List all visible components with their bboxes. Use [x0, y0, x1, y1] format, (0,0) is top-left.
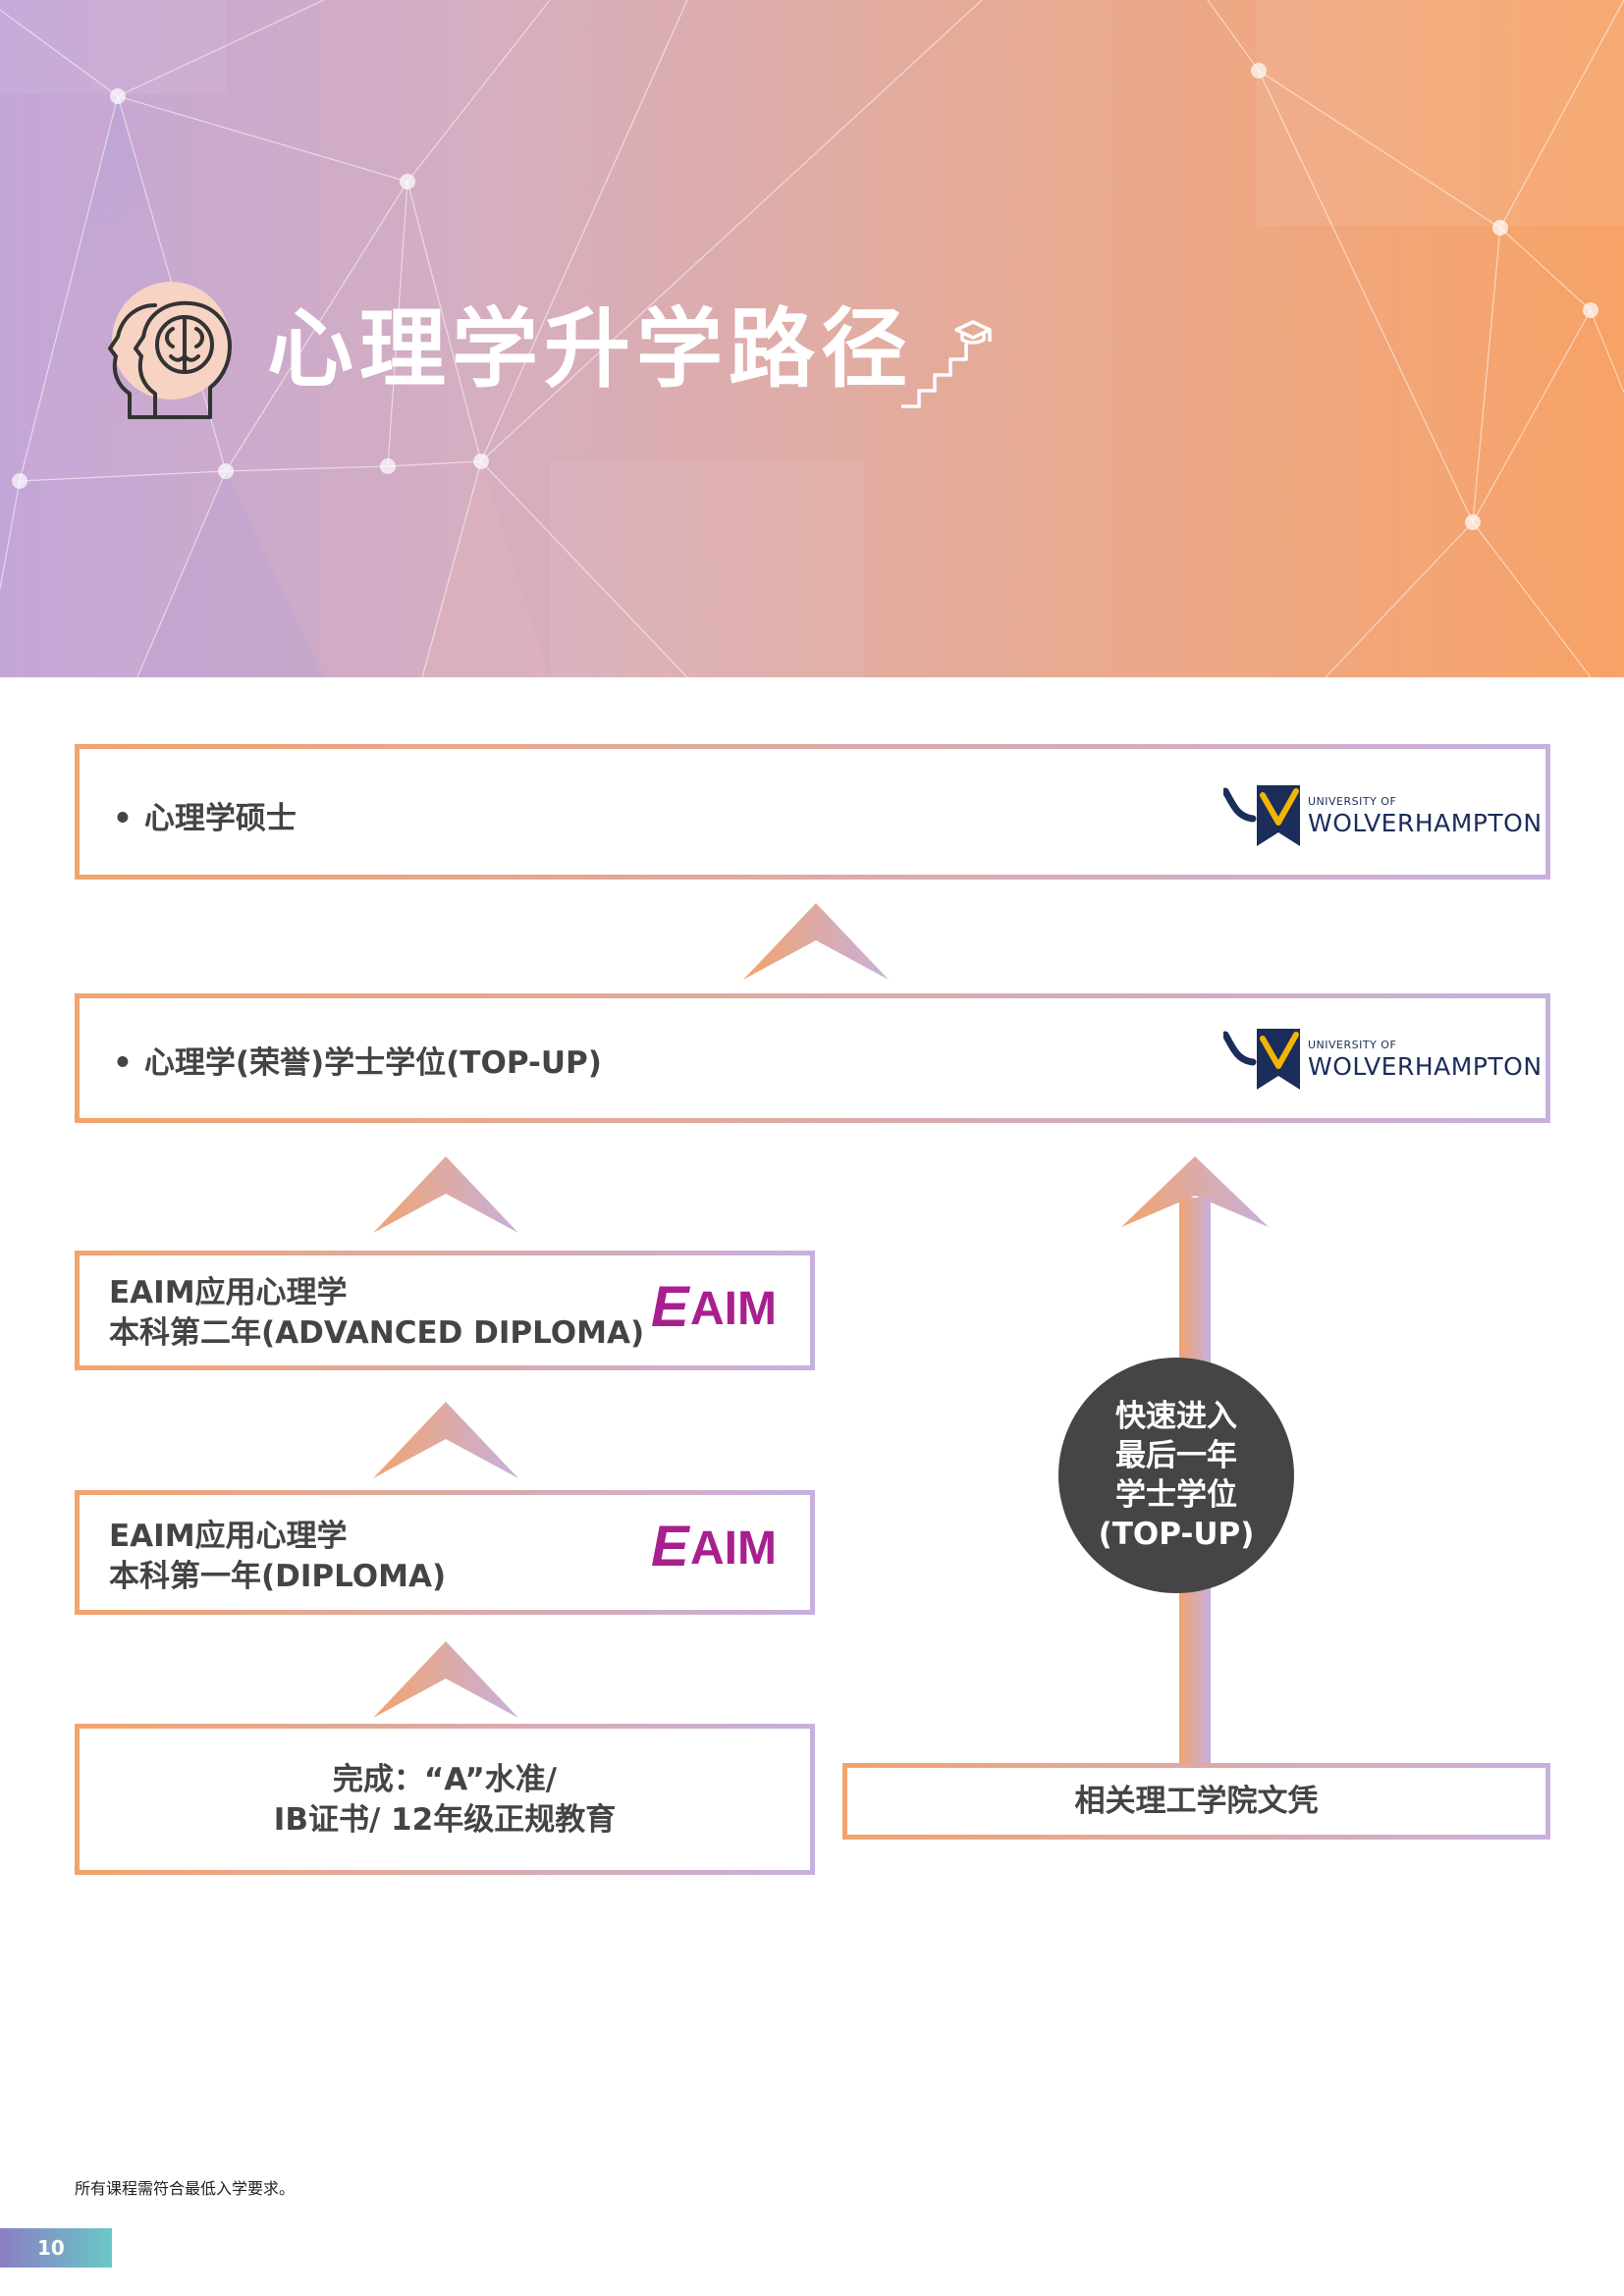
eaim-logo: E AIM [651, 1275, 777, 1334]
wolverhampton-logo: UNIVERSITY OF WOLVERHAMPTON [1223, 1027, 1542, 1092]
header-banner: 心理学升学路径 [0, 0, 1624, 677]
svg-text:AIM: AIM [690, 1283, 777, 1334]
wolverhampton-crest-icon [1223, 785, 1300, 846]
college-box: 相关理工学院文凭 [842, 1763, 1550, 1840]
year1-box: EAIM应用心理学 本科第一年(DIPLOMA) E AIM [75, 1490, 815, 1615]
wolverhampton-big-text: WOLVERHAMPTON [1308, 809, 1543, 837]
page-title: 心理学升学路径 [267, 298, 914, 400]
chevron-up-icon [373, 1156, 518, 1233]
page-number: 10 [0, 2228, 112, 2268]
college-label: 相关理工学院文凭 [1074, 1784, 1319, 1819]
year2-line2: 本科第二年(ADVANCED DIPLOMA) [109, 1315, 645, 1351]
topup-box: 心理学(荣誉)学士学位(TOP-UP) UNIVERSITY OF WOLVER… [75, 993, 1550, 1123]
chevron-up-icon [373, 1402, 518, 1478]
year2-text: EAIM应用心理学 本科第二年(ADVANCED DIPLOMA) [109, 1273, 644, 1354]
fast-track-circle: 快速进入 最后一年 学士学位 (TOP-UP) [1058, 1358, 1294, 1593]
svg-text:E: E [651, 1515, 691, 1574]
wolverhampton-small-text: UNIVERSITY OF [1308, 795, 1397, 808]
entry-box: 完成：“A”水准/ IB证书/ 12年级正规教育 [75, 1724, 815, 1875]
fast-track-line-4: (TOP-UP) [1098, 1517, 1255, 1552]
year2-line1: EAIM应用心理学 [109, 1275, 348, 1310]
wolverhampton-small-text: UNIVERSITY OF [1308, 1039, 1397, 1051]
fast-track-line-3: 学士学位 [1115, 1477, 1237, 1513]
graduation-stairs-icon [901, 320, 992, 408]
topup-label: 心理学(荣誉)学士学位(TOP-UP) [113, 1038, 602, 1082]
entry-text: 完成：“A”水准/ IB证书/ 12年级正规教育 [80, 1760, 810, 1841]
wolverhampton-crest-icon [1223, 1029, 1300, 1090]
wolverhampton-logo: UNIVERSITY OF WOLVERHAMPTON [1223, 783, 1542, 848]
footnote: 所有课程需符合最低入学要求。 [75, 2179, 296, 2198]
eaim-logo: E AIM [651, 1515, 777, 1574]
svg-text:AIM: AIM [690, 1522, 777, 1574]
masters-label: 心理学硕士 [113, 793, 297, 837]
year2-box: EAIM应用心理学 本科第二年(ADVANCED DIPLOMA) E AIM [75, 1251, 815, 1370]
masters-box: 心理学硕士 UNIVERSITY OF WOLVERHAMPTON [75, 744, 1550, 880]
fast-track-line-2: 最后一年 [1115, 1438, 1237, 1473]
chevron-up-icon [743, 903, 889, 980]
entry-line2: IB证书/ 12年级正规教育 [273, 1802, 617, 1838]
year1-text: EAIM应用心理学 本科第一年(DIPLOMA) [109, 1517, 446, 1597]
year1-line1: EAIM应用心理学 [109, 1519, 348, 1554]
wolverhampton-big-text: WOLVERHAMPTON [1308, 1052, 1543, 1081]
chevron-up-icon [373, 1641, 518, 1718]
head-brain-icon [108, 282, 232, 419]
entry-line1: 完成：“A”水准/ [332, 1762, 558, 1797]
fast-track-line-1: 快速进入 [1115, 1399, 1237, 1434]
year1-line2: 本科第一年(DIPLOMA) [109, 1559, 447, 1594]
svg-text:E: E [651, 1275, 691, 1334]
